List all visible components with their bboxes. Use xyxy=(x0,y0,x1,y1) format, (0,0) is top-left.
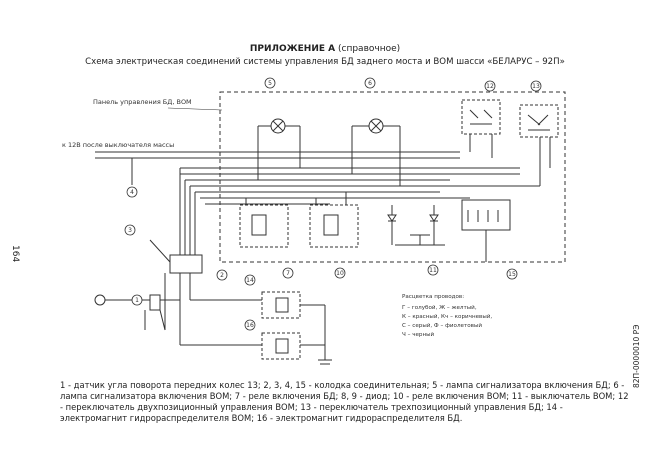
page-title: ПРИЛОЖЕНИЕ А (справочное) xyxy=(0,44,650,54)
callout-5: 5 xyxy=(268,80,272,87)
callout-1: 1 xyxy=(135,297,139,304)
callout-13: 13 xyxy=(532,83,540,90)
appendix-note: (справочное) xyxy=(338,44,401,54)
legend-line-4: Ч – черный xyxy=(402,331,435,338)
callout-14: 14 xyxy=(246,277,254,284)
panel-boundary xyxy=(219,91,566,263)
callout-3: 3 xyxy=(128,227,132,234)
legend-line-1: Г – голубой, Ж – желтый, xyxy=(402,304,477,311)
callout-7: 7 xyxy=(286,270,290,277)
callout-12: 12 xyxy=(486,83,494,90)
callout-15: 15 xyxy=(508,271,516,278)
appendix-title: ПРИЛОЖЕНИЕ А xyxy=(249,44,336,54)
panel-label: Панель управления БД, ВОМ xyxy=(93,98,192,106)
figure-caption: 1 - датчик угла поворота передних колес … xyxy=(60,380,629,423)
callout-6: 6 xyxy=(368,80,372,87)
legend-line-3: С – серый, Ф – фиолетовый xyxy=(402,322,482,329)
callout-4: 4 xyxy=(130,189,134,196)
legend-title: Расцветка проводов: xyxy=(402,294,464,300)
supply-label: к 12В после выключателя массы xyxy=(62,141,174,149)
legend-line-2: К – красный, Кч – коричневый, xyxy=(402,313,492,320)
callout-10: 10 xyxy=(336,270,344,277)
callout-11: 11 xyxy=(429,267,437,274)
diagram-subtitle: Схема электрическая соединений системы у… xyxy=(85,57,565,67)
callout-16: 16 xyxy=(246,322,254,329)
callout-2: 2 xyxy=(220,272,224,279)
